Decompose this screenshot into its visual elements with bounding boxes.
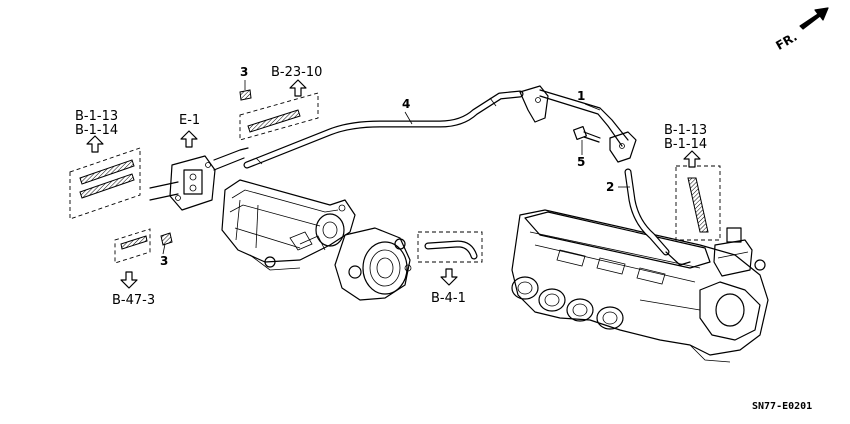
hose-group-b4-1 bbox=[417, 231, 483, 263]
hose-group-b1-right bbox=[675, 165, 721, 241]
ref-b23-10: B-23-10 bbox=[271, 65, 322, 80]
arrow-down-b4-1-icon bbox=[440, 268, 458, 286]
part-number-3-top: 3 bbox=[240, 65, 248, 79]
arrow-up-b1-right-icon bbox=[683, 150, 701, 168]
hose-group-b1-left bbox=[69, 147, 141, 220]
front-direction-indicator: FR. bbox=[773, 7, 829, 53]
vacuum-hose-4 bbox=[243, 90, 524, 169]
leader-lines bbox=[162, 80, 630, 255]
ref-b1-13-right: B-1-13 bbox=[664, 123, 707, 138]
hose-clip-3-top bbox=[239, 89, 252, 101]
solenoid-valve-e1 bbox=[169, 155, 216, 211]
arrow-down-b47-3-icon bbox=[120, 271, 138, 289]
vacuum-hose-2 bbox=[624, 168, 691, 266]
ref-b4-1: B-4-1 bbox=[431, 291, 466, 306]
vacuum-tube-left bbox=[149, 147, 249, 201]
part-number-4: 4 bbox=[402, 97, 410, 111]
hose-group-b47-3 bbox=[114, 228, 151, 264]
hose-group-b23-10 bbox=[239, 92, 319, 141]
hose-clip-3-bottom bbox=[160, 232, 173, 246]
part-number-3-bottom: 3 bbox=[160, 254, 168, 268]
part-number-5: 5 bbox=[577, 155, 585, 169]
front-label: FR. bbox=[773, 30, 799, 53]
ref-b1-14-left: B-1-14 bbox=[75, 123, 118, 138]
vacuum-pipe-bracket-1 bbox=[519, 85, 637, 163]
ref-e1: E-1 bbox=[179, 113, 200, 128]
arrow-up-e1-icon bbox=[180, 130, 198, 148]
front-arrow-icon bbox=[799, 7, 829, 30]
ref-b47-3: B-47-3 bbox=[112, 293, 155, 308]
diagram-code: SN77-E0201 bbox=[752, 401, 812, 412]
bolt-5 bbox=[572, 125, 601, 143]
part-number-2: 2 bbox=[606, 180, 614, 194]
ref-b1-13-left: B-1-13 bbox=[75, 109, 118, 124]
arrow-up-b1-left-icon bbox=[86, 135, 104, 153]
part-number-1: 1 bbox=[577, 89, 585, 103]
intake-manifold-assembly bbox=[511, 209, 769, 363]
ref-b1-14-right: B-1-14 bbox=[664, 137, 707, 152]
throttle-body-assembly bbox=[221, 179, 412, 301]
arrow-up-b23-10-icon bbox=[289, 79, 307, 97]
